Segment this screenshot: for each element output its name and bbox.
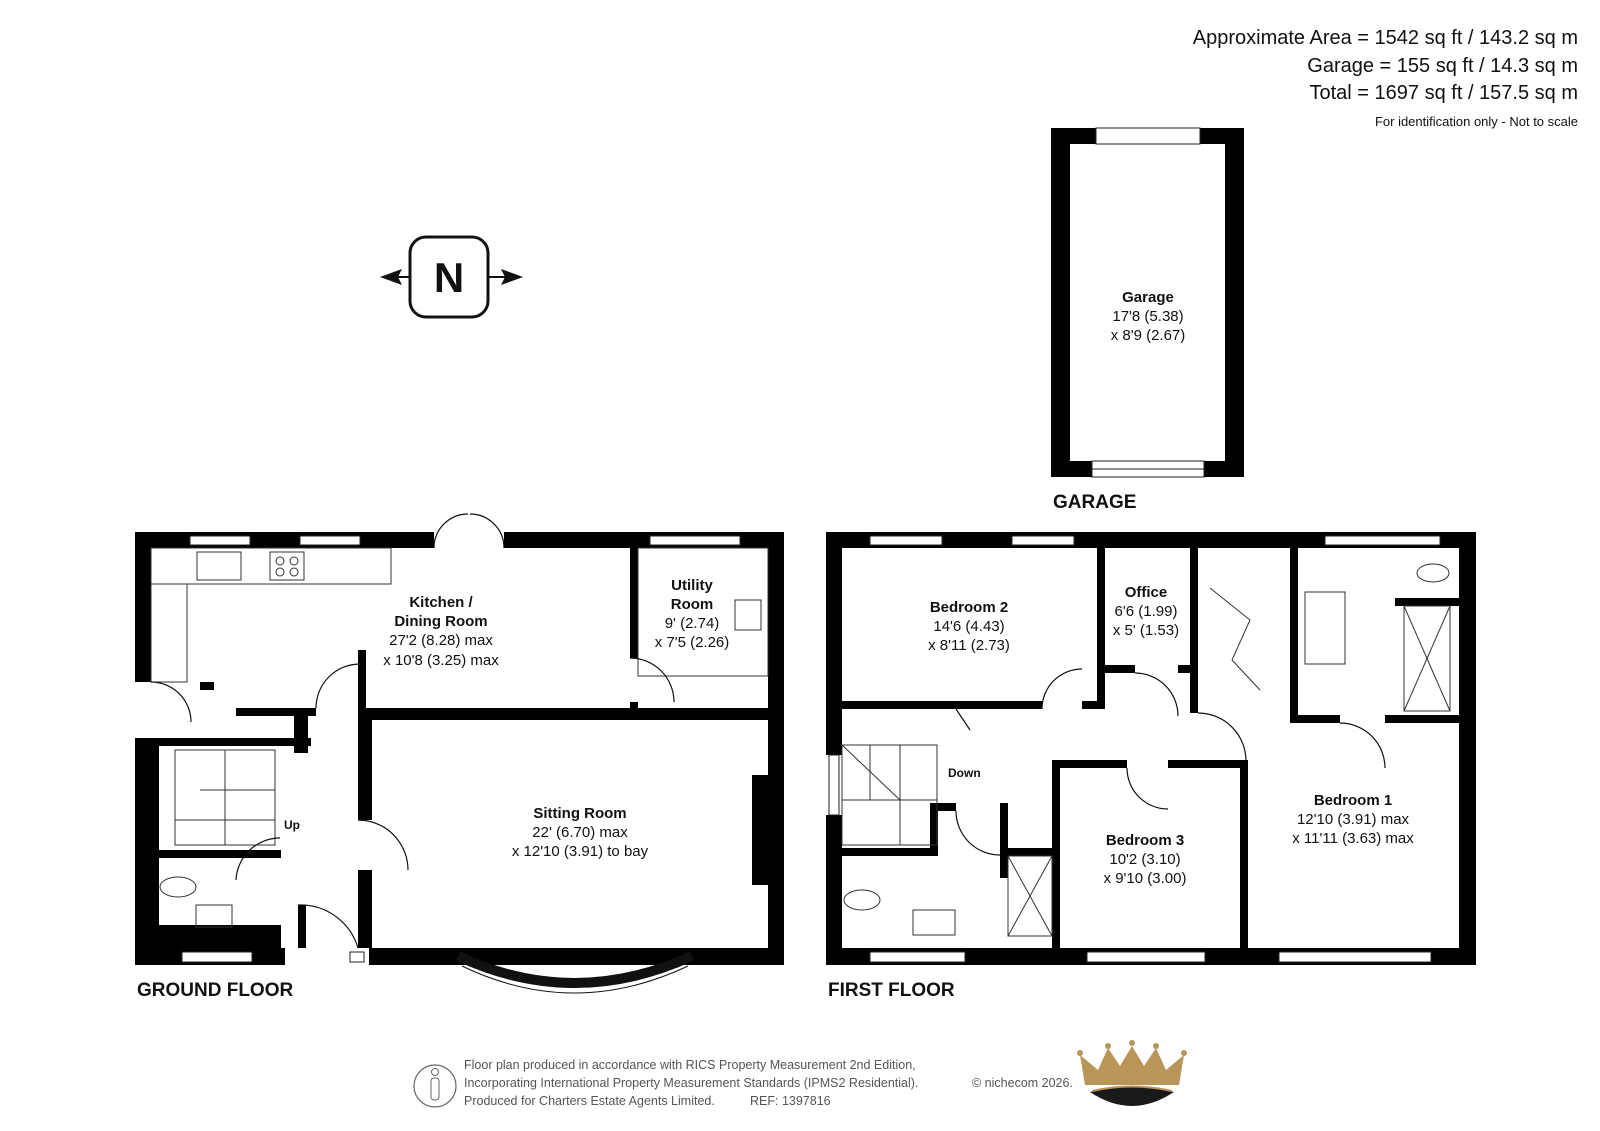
room-name: Sitting Room (533, 805, 626, 822)
footer-line2: Incorporating International Property Mea… (464, 1076, 918, 1090)
room-dimension: x 11'11 (3.63) max (1292, 830, 1414, 847)
room-name: Bedroom 2 (930, 599, 1008, 616)
floor-label-first: FIRST FLOOR (828, 980, 955, 1001)
area-summary: Approximate Area = 1542 sq ft / 143.2 sq… (1193, 27, 1578, 129)
room-label-garage: Garage 17'8 (5.38) x 8'9 (2.67) (1111, 289, 1186, 344)
footer-line3: Produced for Charters Estate Agents Limi… (464, 1094, 715, 1108)
room-dimension: 10'2 (3.10) (1109, 851, 1180, 868)
floor-label-garage: GARAGE (1053, 492, 1136, 513)
room-dimension: x 8'11 (2.73) (928, 637, 1010, 654)
room-name: Kitchen / (409, 594, 473, 611)
room-dimension: x 10'8 (3.25) max (383, 652, 499, 669)
room-name: Garage (1122, 289, 1174, 306)
room-label-kitchen: Kitchen / Dining Room 27'2 (8.28) max x … (383, 594, 499, 669)
scale-note: For identification only - Not to scale (1375, 114, 1578, 129)
north-compass-icon: N (380, 235, 523, 319)
floor-label-ground: GROUND FLOOR (137, 980, 293, 1001)
room-dimension: x 8'9 (2.67) (1111, 327, 1186, 344)
footer: Floor plan produced in accordance with R… (413, 1040, 1187, 1108)
room-dimension: x 7'5 (2.26) (655, 634, 730, 651)
room-label-office: Office 6'6 (1.99) x 5' (1.53) (1113, 584, 1179, 639)
crown-logo-icon (1077, 1040, 1187, 1106)
room-label-sitting: Sitting Room 22' (6.70) max x 12'10 (3.9… (512, 805, 649, 860)
room-dimension: 14'6 (4.43) (933, 618, 1004, 635)
footer-ref: REF: 1397816 (750, 1094, 831, 1108)
room-dimension: 27'2 (8.28) max (389, 632, 493, 649)
room-label-bedroom2: Bedroom 2 14'6 (4.43) x 8'11 (2.73) (928, 599, 1010, 654)
room-dimension: 6'6 (1.99) (1115, 603, 1178, 620)
stairs-up-label: Up (284, 818, 300, 832)
room-dimension: 22' (6.70) max (532, 824, 628, 841)
room-dimension: 17'8 (5.38) (1112, 308, 1183, 325)
room-label-bedroom3: Bedroom 3 10'2 (3.10) x 9'10 (3.00) (1104, 832, 1187, 887)
footer-line1: Floor plan produced in accordance with R… (464, 1058, 916, 1072)
room-dimension: x 5' (1.53) (1113, 622, 1179, 639)
stairs-down (841, 744, 938, 846)
room-label-utility: Utility Room 9' (2.74) x 7'5 (2.26) (655, 577, 730, 651)
compass-letter: N (434, 254, 464, 301)
garage-area: Garage = 155 sq ft / 14.3 sq m (1307, 55, 1578, 77)
room-name: Bedroom 1 (1314, 792, 1392, 809)
room-dimension: x 12'10 (3.91) to bay (512, 843, 649, 860)
ground-floor-plan (135, 513, 784, 994)
room-name: Dining Room (394, 613, 487, 630)
garage-plan (1051, 127, 1244, 478)
person-icon (413, 1064, 457, 1108)
stairs-down-label: Down (948, 766, 981, 780)
stairs-up (174, 749, 276, 846)
room-label-bedroom1: Bedroom 1 12'10 (3.91) max x 11'11 (3.63… (1292, 792, 1414, 847)
room-name: Room (671, 596, 714, 613)
room-name: Bedroom 3 (1106, 832, 1184, 849)
room-dimension: x 9'10 (3.00) (1104, 870, 1187, 887)
footer-copyright: © nichecom 2026. (972, 1076, 1073, 1090)
total-area: Total = 1697 sq ft / 157.5 sq m (1310, 82, 1579, 104)
approximate-area: Approximate Area = 1542 sq ft / 143.2 sq… (1193, 27, 1578, 49)
room-name: Office (1125, 584, 1168, 601)
room-dimension: 9' (2.74) (665, 615, 720, 632)
room-name: Utility (671, 577, 713, 594)
first-floor-plan (826, 532, 1476, 965)
room-dimension: 12'10 (3.91) max (1297, 811, 1410, 828)
